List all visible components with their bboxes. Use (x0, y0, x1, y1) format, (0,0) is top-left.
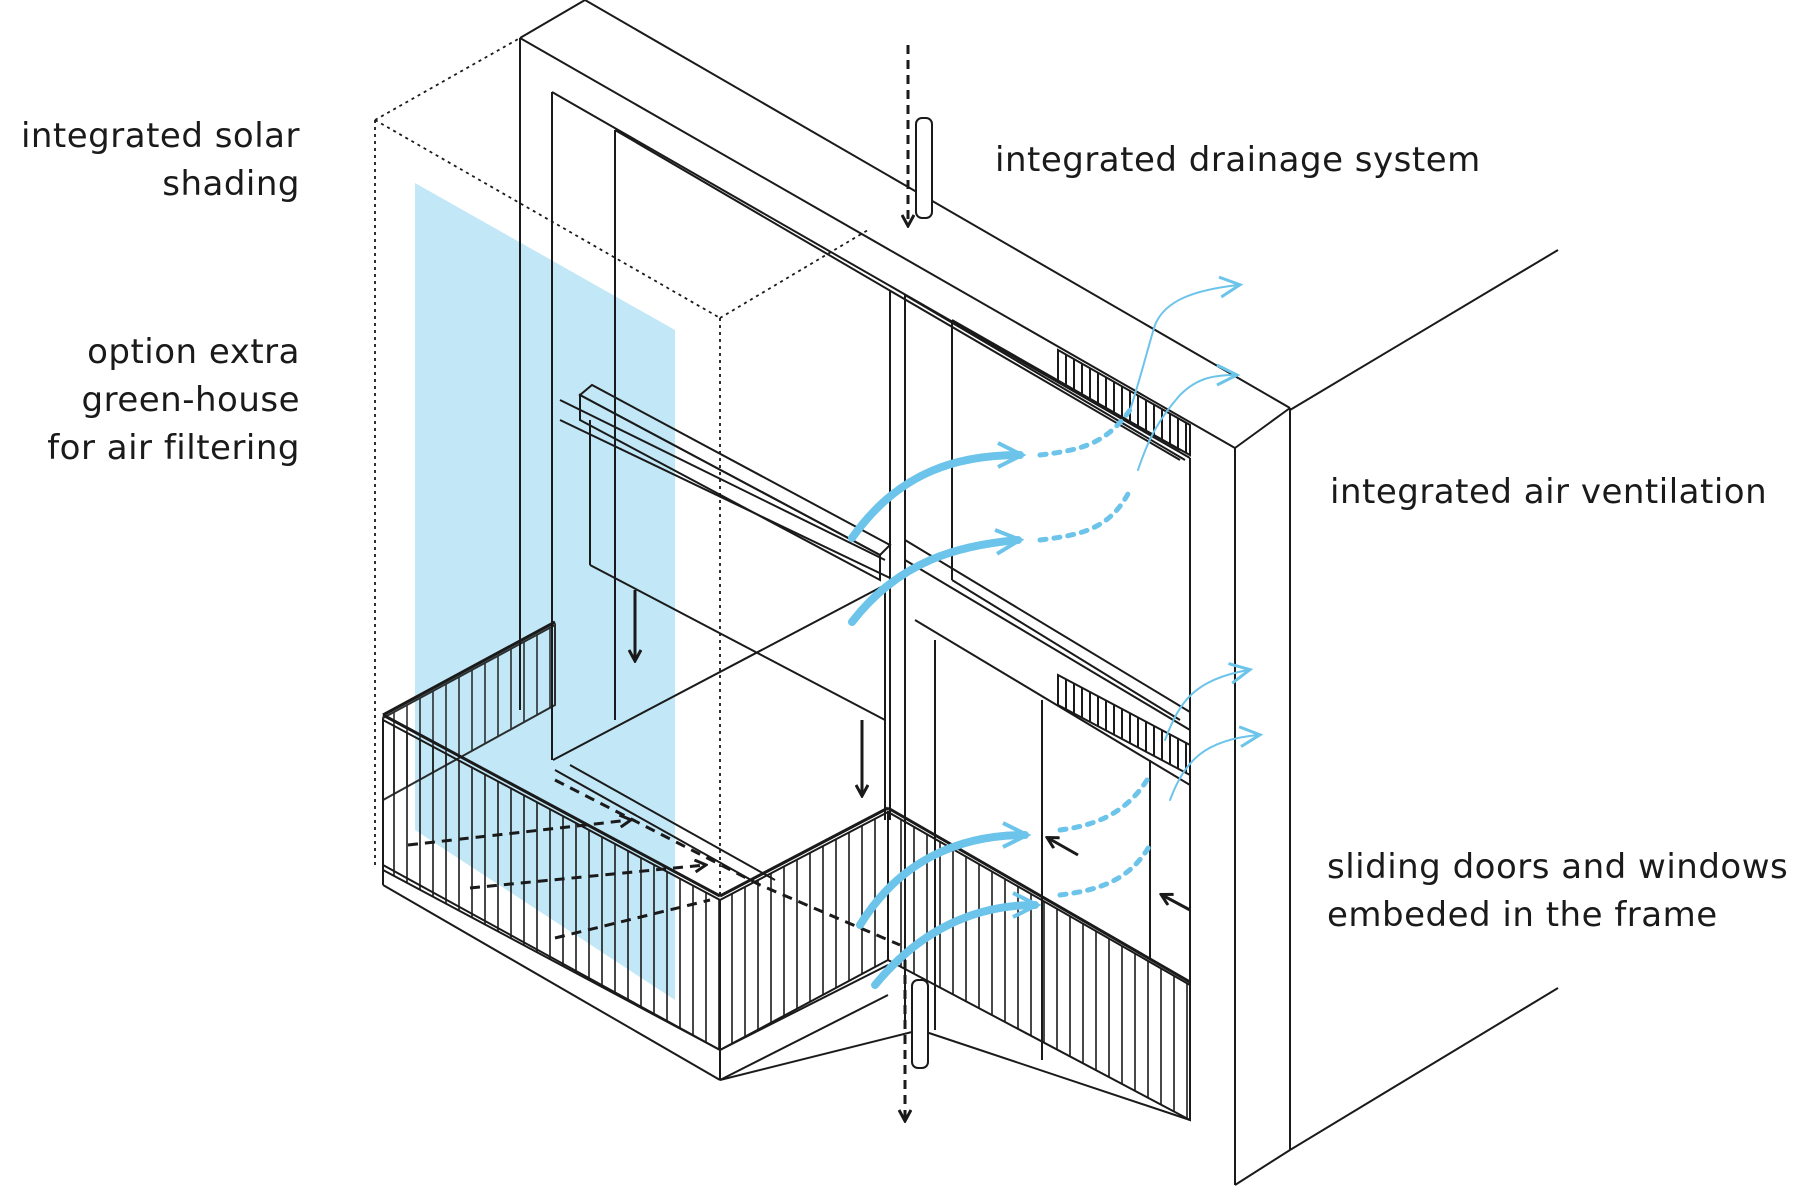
label-solar-shading: integrated solar shading (21, 112, 300, 208)
label-solar-shading-line2: shading (162, 164, 300, 204)
label-sliding-doors-line2: embeded in the frame (1327, 895, 1718, 935)
drainage-flow-arrows (905, 45, 908, 1120)
drain-pipe (911, 117, 933, 1069)
label-air-ventilation-text: integrated air ventilation (1330, 472, 1768, 512)
label-drainage-text: integrated drainage system (995, 140, 1481, 180)
label-green-house: option extra green-house for air filteri… (47, 328, 300, 472)
label-green-house-line2: green-house (81, 380, 300, 420)
floor-drainage-arrows (407, 778, 901, 947)
shade-down-arrows (635, 590, 862, 795)
label-green-house-line3: for air filtering (47, 428, 300, 468)
sliding-arrows (1048, 838, 1191, 912)
side-wall (1289, 249, 1559, 1151)
vent-grilles (1057, 348, 1191, 777)
balcony-railing (382, 620, 1191, 1122)
label-air-ventilation: integrated air ventilation (1330, 468, 1767, 516)
label-solar-shading-line1: integrated solar (20, 116, 300, 156)
air-flow-lower (856, 662, 1264, 989)
label-sliding-doors: sliding doors and windows embeded in the… (1327, 843, 1788, 939)
label-drainage: integrated drainage system (995, 136, 1481, 184)
air-flow-upper (848, 275, 1244, 626)
label-sliding-doors-line1: sliding doors and windows (1327, 847, 1789, 887)
label-green-house-line1: option extra (87, 332, 300, 372)
